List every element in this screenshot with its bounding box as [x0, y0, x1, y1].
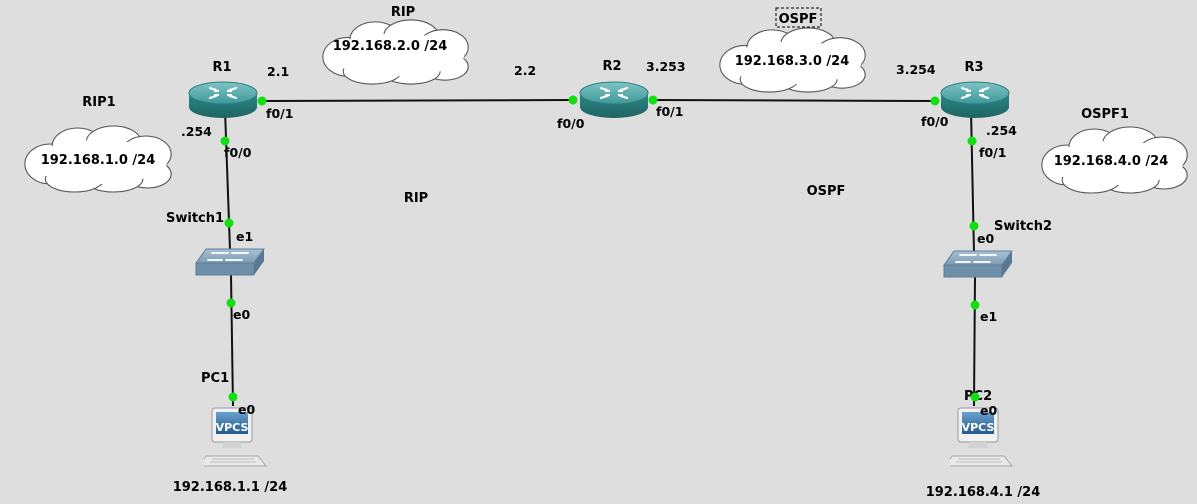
cloud-rip-title: RIP [391, 5, 415, 20]
link-r1-switch1[interactable] [224, 109, 231, 251]
router-r2[interactable]: R2 [579, 59, 649, 120]
r1-wan-ip: 2.1 [267, 64, 289, 79]
r3-f01-label: f0/1 [979, 145, 1006, 160]
link-switch2-pc2[interactable] [973, 274, 976, 407]
r2-f01-label: f0/1 [656, 104, 683, 119]
r1-f00-label: f0/0 [224, 145, 252, 160]
cloud-ospf-subnet: 192.168.3.0 /24 [735, 54, 850, 69]
cloud-rip1-network[interactable]: RIP1 192.168.1.0 /24 [24, 95, 172, 193]
r2-right-ip: 3.253 [646, 59, 686, 74]
cloud-rip-network[interactable]: RIP 192.168.2.0 /24 [322, 5, 469, 85]
router-r1-label: R1 [212, 60, 231, 75]
cloud-rip1-subnet: 192.168.1.0 /24 [41, 153, 156, 168]
r3-wan-ip: 3.254 [896, 62, 936, 77]
cloud-rip-subnet: 192.168.2.0 /24 [333, 39, 448, 54]
r2-f00-label: f0/0 [557, 116, 585, 131]
cloud-ospf-network[interactable]: OSPF 192.168.3.0 /24 [719, 7, 866, 93]
port-dot-r1-f00 [220, 136, 230, 146]
port-dot-sw1-e1 [224, 218, 234, 228]
router-r1[interactable]: R1 [188, 60, 258, 120]
sw1-e1-label: e1 [236, 229, 253, 244]
sw2-e1-label: e1 [980, 309, 997, 324]
cloud-ospf1-title: OSPF1 [1081, 107, 1129, 122]
pc1-e0-label: e0 [238, 402, 255, 417]
port-dot-pc2-e0 [970, 392, 980, 402]
pc2-e0-label: e0 [980, 403, 997, 418]
r1-lan-ip: .254 [181, 124, 212, 139]
router-r2-label: R2 [602, 59, 621, 74]
cloud-ospf1-subnet: 192.168.4.0 /24 [1054, 154, 1169, 169]
port-dot-r3-f01 [967, 136, 977, 146]
r3-f00-label: f0/0 [921, 114, 949, 129]
rip-area-label: RIP [404, 191, 428, 206]
switch2-label: Switch2 [994, 219, 1052, 234]
cloud-ospf-title: OSPF [779, 12, 818, 27]
ospf-area-label: OSPF [807, 184, 846, 199]
port-dot-r2-f01 [648, 95, 658, 105]
pc1-address: 192.168.1.1 /24 [173, 480, 288, 495]
cloud-rip1-title: RIP1 [82, 95, 115, 110]
host-pc1[interactable]: VPCS PC1 192.168.1.1 /24 [173, 371, 288, 495]
link-r1-r2[interactable] [261, 99, 574, 102]
link-r2-r3[interactable] [652, 99, 936, 102]
r1-f01-label: f0/1 [266, 106, 293, 121]
pc2-address: 192.168.4.1 /24 [926, 485, 1041, 500]
pc1-vpcs-badge: VPCS [216, 421, 249, 434]
switch-switch1[interactable]: Switch1 [166, 211, 265, 276]
r2-left-ip: 2.2 [514, 63, 536, 78]
switch-switch2[interactable]: Switch2 [943, 219, 1052, 278]
port-dot-r1-f01 [257, 96, 267, 106]
pc2-vpcs-badge: VPCS [962, 421, 995, 434]
port-dot-sw2-e0 [969, 221, 979, 231]
sw1-e0-label: e0 [233, 307, 250, 322]
link-switch1-pc1[interactable] [230, 274, 234, 407]
port-dot-r3-f00 [930, 96, 940, 106]
router-r3-label: R3 [964, 60, 983, 75]
port-dot-sw2-e1 [970, 300, 980, 310]
switch1-label: Switch1 [166, 211, 224, 226]
pc1-label: PC1 [201, 371, 229, 386]
sw2-e0-label: e0 [977, 231, 994, 246]
router-r3[interactable]: R3 [940, 60, 1010, 120]
link-r3-switch2[interactable] [970, 109, 975, 254]
selection-box [775, 7, 822, 28]
r3-lan-ip: .254 [986, 123, 1017, 138]
port-dot-sw1-e0 [226, 298, 236, 308]
port-dot-r2-f00 [568, 95, 578, 105]
cloud-ospf1-network[interactable]: OSPF1 192.168.4.0 /24 [1041, 107, 1188, 194]
port-dot-pc1-e0 [228, 392, 238, 402]
